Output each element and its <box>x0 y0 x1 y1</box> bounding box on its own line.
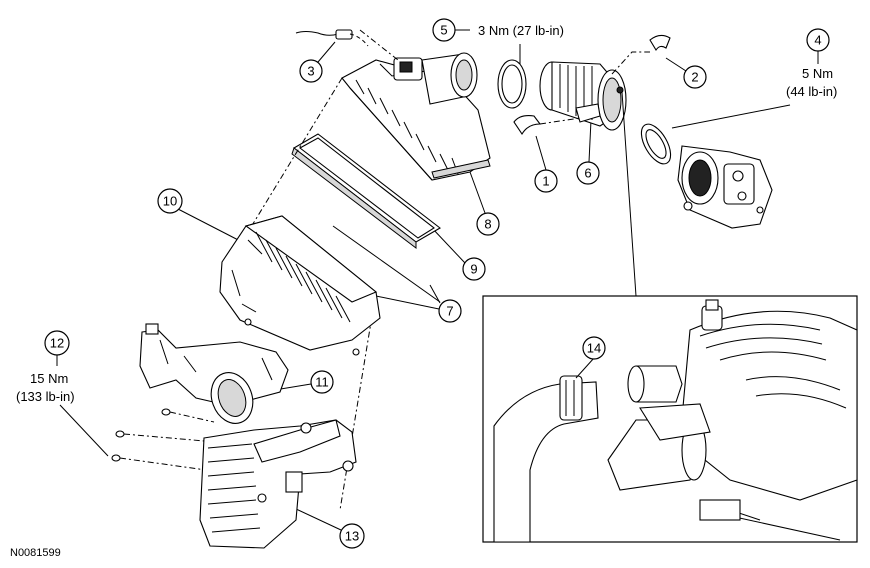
svg-text:13: 13 <box>345 529 359 544</box>
svg-text:5: 5 <box>440 23 447 38</box>
torque-callout-4-line2: (44 lb-in) <box>786 84 837 99</box>
callout-9: 9 <box>431 227 486 281</box>
svg-text:2: 2 <box>691 70 698 85</box>
air-intake-duct <box>139 323 289 424</box>
callout-1: 1 <box>534 135 558 193</box>
svg-text:7: 7 <box>446 304 453 319</box>
svg-text:12: 12 <box>50 336 64 351</box>
hose-clamp-5 <box>497 59 527 109</box>
air-cleaner-outlet-pipe <box>539 61 627 131</box>
dashed-guide-left <box>247 77 375 511</box>
callout-14: 14 <box>575 336 606 379</box>
torque-callout-4-line1: 5 Nm <box>802 66 833 81</box>
bolt-set <box>111 408 217 471</box>
detail-inset: 14 <box>482 295 858 543</box>
torque-callout-12-line2: (133 lb-in) <box>16 389 75 404</box>
callout-4: 4 5 Nm (44 lb-in) <box>671 28 837 129</box>
callout-3: 3 <box>299 41 336 83</box>
callout-13: 13 <box>293 507 365 549</box>
callout-6: 6 <box>576 119 600 185</box>
svg-text:3: 3 <box>307 64 314 79</box>
battery-tray-assembly <box>199 419 357 549</box>
svg-text:8: 8 <box>484 217 491 232</box>
svg-text:1: 1 <box>542 174 549 189</box>
svg-text:4: 4 <box>814 33 821 48</box>
air-filter-element <box>291 133 441 250</box>
svg-text:11: 11 <box>315 375 329 390</box>
mass-air-flow-sensor-harness <box>295 29 369 47</box>
svg-text:6: 6 <box>584 166 591 181</box>
air-cleaner-housing <box>219 215 381 356</box>
torque-callout-5: 3 Nm (27 lb-in) <box>478 23 564 38</box>
throttle-body <box>677 145 773 229</box>
air-cleaner-outlet-tube <box>421 52 478 105</box>
detail-pointer-line <box>621 91 637 297</box>
dashed-guide-top <box>359 29 650 125</box>
svg-text:14: 14 <box>587 341 601 356</box>
callout-7: 7 <box>332 225 462 323</box>
svg-text:10: 10 <box>163 194 177 209</box>
torque-callout-12-line1: 15 Nm <box>30 371 68 386</box>
callout-2: 2 <box>665 57 707 89</box>
callout-8: 8 <box>469 171 500 236</box>
callout-12: 12 15 Nm (133 lb-in) <box>16 330 109 457</box>
crankcase-vent-tube-1 <box>513 115 542 136</box>
crankcase-vent-tube-2 <box>649 34 671 52</box>
callout-10: 10 <box>157 188 247 245</box>
svg-text:9: 9 <box>470 262 477 277</box>
callout-5: 5 3 Nm (27 lb-in) <box>432 18 564 70</box>
figure-id: N0081599 <box>10 547 61 559</box>
hose-clamp-4 <box>640 123 672 165</box>
